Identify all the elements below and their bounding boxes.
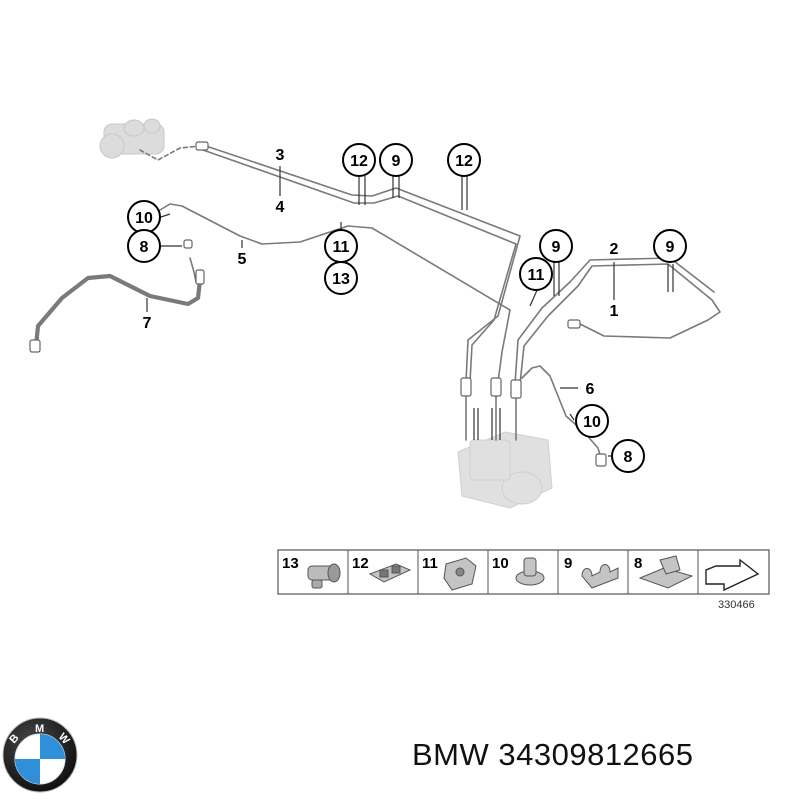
svg-text:9: 9 xyxy=(666,239,675,256)
abs-unit-ghost xyxy=(457,431,553,509)
bracket-clip-icon xyxy=(443,557,477,591)
master-cylinder-ghost xyxy=(99,118,165,159)
callout-11-right: 11 xyxy=(519,257,553,291)
callout-12-left: 12 xyxy=(342,143,376,177)
svg-text:10: 10 xyxy=(492,555,509,572)
legend-cell-13: 13 xyxy=(282,555,341,589)
label-7: 7 xyxy=(143,315,152,332)
callout-10-right: 10 xyxy=(575,404,609,438)
legend-cell-9: 9 xyxy=(564,555,619,589)
label-3: 3 xyxy=(276,147,285,164)
double-clip-icon xyxy=(368,563,412,583)
legend-cell-11: 11 xyxy=(422,555,477,591)
callout-9-top: 9 xyxy=(379,143,413,177)
svg-text:9: 9 xyxy=(392,153,401,170)
label-4: 4 xyxy=(276,199,285,216)
part-number-caption: BMW 34309812665 xyxy=(412,737,694,772)
svg-text:12: 12 xyxy=(350,153,368,170)
label-1: 1 xyxy=(610,303,619,320)
pipe-fittings xyxy=(29,141,607,467)
svg-text:13: 13 xyxy=(332,271,350,288)
callout-9-mid: 9 xyxy=(539,229,573,263)
bmw-logo: B M W xyxy=(2,717,78,793)
svg-text:13: 13 xyxy=(282,555,299,572)
callout-13: 13 xyxy=(324,261,358,295)
svg-text:8: 8 xyxy=(634,555,642,572)
callout-8-left: 8 xyxy=(127,229,161,263)
push-clip-icon xyxy=(515,557,545,586)
svg-text:12: 12 xyxy=(455,153,473,170)
brake-pipes xyxy=(33,143,721,463)
label-2: 2 xyxy=(610,241,619,258)
parts-legend: 13 12 11 10 xyxy=(277,549,770,595)
diagram-code: 330466 xyxy=(718,599,755,611)
svg-text:11: 11 xyxy=(528,267,545,284)
leader-lines xyxy=(146,166,674,457)
grommet-icon xyxy=(307,563,341,589)
logo-letter-m: M xyxy=(35,723,44,735)
direction-arrow-icon xyxy=(705,558,760,592)
svg-text:12: 12 xyxy=(352,555,369,572)
callout-10-left: 10 xyxy=(127,200,161,234)
legend-cell-8: 8 xyxy=(634,555,694,589)
label-5: 5 xyxy=(238,251,247,268)
svg-text:8: 8 xyxy=(624,449,633,466)
callout-12-right: 12 xyxy=(447,143,481,177)
svg-text:11: 11 xyxy=(333,239,350,256)
label-6: 6 xyxy=(586,381,595,398)
callout-11-center: 11 xyxy=(324,229,358,263)
svg-text:8: 8 xyxy=(140,239,149,256)
svg-text:11: 11 xyxy=(422,555,438,572)
svg-text:10: 10 xyxy=(135,210,153,227)
pipe-clip-icon xyxy=(581,564,619,589)
callout-8-right: 8 xyxy=(611,439,645,473)
holder-plate-icon xyxy=(638,555,694,589)
svg-text:10: 10 xyxy=(583,414,601,431)
legend-cell-12: 12 xyxy=(352,555,412,583)
svg-text:9: 9 xyxy=(552,239,561,256)
legend-cell-10: 10 xyxy=(492,555,545,586)
svg-text:9: 9 xyxy=(564,555,572,572)
callout-9-right: 9 xyxy=(653,229,687,263)
